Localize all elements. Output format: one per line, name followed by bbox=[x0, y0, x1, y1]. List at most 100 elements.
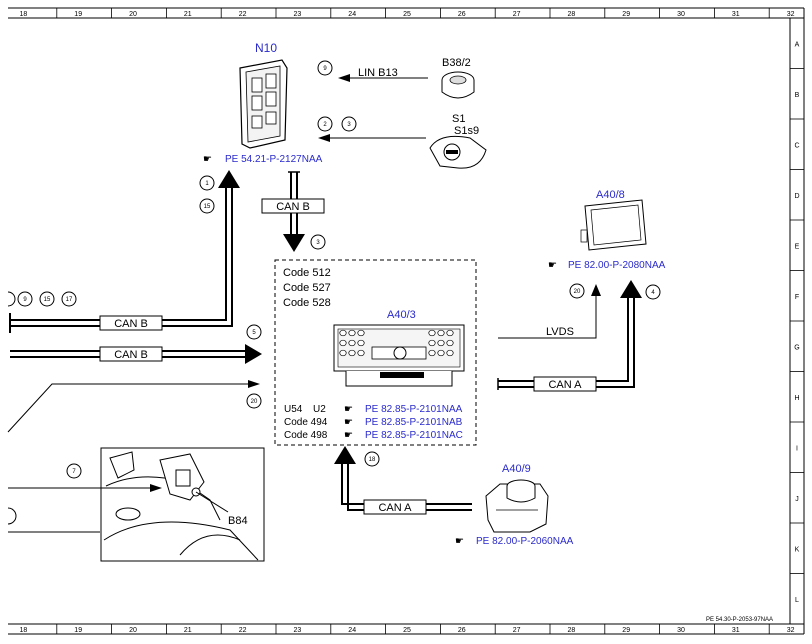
a40-3-boundary bbox=[274, 259, 477, 446]
ruler-column-label: 25 bbox=[403, 627, 411, 634]
ruler-row-label: F bbox=[795, 294, 799, 301]
marker-15: 15 bbox=[199, 198, 215, 214]
variant-code-498: Code 498 bbox=[284, 430, 328, 441]
head-unit-button bbox=[348, 339, 356, 347]
svg-text:9: 9 bbox=[23, 297, 27, 303]
head-unit-button bbox=[437, 329, 445, 337]
ruler-row-label: C bbox=[794, 142, 799, 149]
a40-9-label: A40/9 bbox=[502, 463, 531, 475]
reference-hand-icon: ☛ bbox=[203, 154, 212, 165]
ruler-column-label: 25 bbox=[403, 11, 411, 18]
a40-3-code-528: Code 528 bbox=[283, 297, 331, 309]
svg-text:PE 82.85-P-2101NAB: PE 82.85-P-2101NAB bbox=[365, 417, 463, 428]
ruler-column-label: 18 bbox=[20, 11, 28, 18]
ruler-row-label: E bbox=[795, 243, 800, 250]
svg-text:9: 9 bbox=[323, 66, 327, 72]
ruler-column-label: 30 bbox=[677, 627, 685, 634]
reference-hand-icon: ☛ bbox=[344, 404, 353, 415]
svg-text:3: 3 bbox=[347, 122, 351, 128]
ruler-row-label: D bbox=[794, 193, 799, 200]
svg-text:18: 18 bbox=[369, 457, 376, 463]
svg-text:7: 7 bbox=[72, 469, 76, 475]
ruler-row-label: I bbox=[796, 445, 798, 452]
ruler-column-label: 21 bbox=[184, 627, 192, 634]
marker-20-left: 20 bbox=[246, 393, 262, 409]
reference-hand-icon: ☛ bbox=[344, 430, 353, 441]
svg-text:3: 3 bbox=[316, 240, 320, 246]
head-unit-button bbox=[348, 349, 356, 357]
n10-ref: ☛ PE 54.21-P-2127NAA bbox=[203, 154, 323, 165]
ruler-column-label: 30 bbox=[677, 11, 685, 18]
marker-15-left: 15 bbox=[39, 291, 55, 307]
ruler-column-label: 21 bbox=[184, 11, 192, 18]
ruler-column-label: 28 bbox=[568, 627, 576, 634]
ruler-column-label: 23 bbox=[294, 627, 302, 634]
a40-3-label: A40/3 bbox=[387, 309, 416, 321]
reference-hand-icon: ☛ bbox=[455, 536, 464, 547]
a40-9-controller bbox=[485, 479, 549, 533]
a40-8-ref: PE 82.00-P-2080NAA bbox=[568, 260, 666, 271]
ruler-row-label: G bbox=[794, 344, 799, 351]
ruler-column-label: 20 bbox=[129, 11, 137, 18]
ruler-row-label: J bbox=[795, 496, 799, 503]
n10-label: N10 bbox=[255, 41, 277, 55]
ruler-column-label: 27 bbox=[513, 11, 521, 18]
variant-u54: U54 bbox=[284, 404, 303, 415]
footer-ref: PE 54.30-P-2053-97NAA bbox=[706, 617, 773, 623]
head-unit-button bbox=[339, 329, 347, 337]
marker-17-left: 17 bbox=[61, 291, 77, 307]
bottom-ruler bbox=[8, 623, 804, 635]
reference-hand-icon: ☛ bbox=[548, 260, 557, 271]
b84-camera-illustration bbox=[103, 451, 259, 561]
head-unit-button bbox=[357, 329, 365, 337]
svg-text:4: 4 bbox=[651, 290, 655, 296]
ruler-column-label: 19 bbox=[74, 627, 82, 634]
svg-text:15: 15 bbox=[204, 204, 211, 210]
variant-u2: U2 bbox=[313, 404, 326, 415]
ruler-column-label: 32 bbox=[787, 627, 795, 634]
ruler-row-label: H bbox=[794, 395, 799, 402]
head-unit-button bbox=[428, 339, 436, 347]
svg-text:20: 20 bbox=[574, 289, 581, 295]
svg-text:PE 82.85-P-2101NAA: PE 82.85-P-2101NAA bbox=[365, 404, 463, 415]
svg-text:1: 1 bbox=[205, 181, 209, 187]
ruler-column-label: 28 bbox=[568, 11, 576, 18]
a40-3-code-512: Code 512 bbox=[283, 267, 331, 279]
a40-9-ref: PE 82.00-P-2060NAA bbox=[476, 536, 574, 547]
head-unit-button bbox=[348, 329, 356, 337]
ruler-column-label: 29 bbox=[622, 11, 630, 18]
head-unit-button bbox=[437, 339, 445, 347]
head-unit-button bbox=[446, 329, 454, 337]
marker-20-right: 20 bbox=[569, 283, 585, 299]
ruler-column-label: 32 bbox=[787, 11, 795, 18]
ruler-column-label: 26 bbox=[458, 11, 466, 18]
can-b-left-top: CAN B bbox=[114, 318, 148, 330]
marker-3: 3 bbox=[341, 116, 357, 132]
svg-text:2: 2 bbox=[323, 122, 327, 128]
can-a-right: CAN A bbox=[548, 379, 582, 391]
marker-18: 18 bbox=[364, 451, 380, 467]
b38-2-label: B38/2 bbox=[442, 57, 471, 69]
ruler-row-label: L bbox=[795, 597, 799, 604]
variant-code-494: Code 494 bbox=[284, 417, 328, 428]
can-b-vertical: CAN B bbox=[276, 201, 310, 213]
ruler-column-label: 20 bbox=[129, 627, 137, 634]
head-unit-button bbox=[428, 329, 436, 337]
head-unit-button bbox=[357, 349, 365, 357]
ruler-row-label: K bbox=[795, 546, 800, 553]
ruler-column-label: 19 bbox=[74, 11, 82, 18]
s1-switch bbox=[429, 135, 487, 169]
head-unit-button bbox=[446, 349, 454, 357]
head-unit-button bbox=[437, 349, 445, 357]
a40-8-label: A40/8 bbox=[596, 189, 625, 201]
s1-label: S1 bbox=[452, 113, 465, 125]
b38-2-sensor bbox=[441, 71, 475, 99]
marker-3b: 3 bbox=[310, 234, 326, 250]
n10-module bbox=[239, 59, 288, 149]
head-unit-button bbox=[339, 349, 347, 357]
svg-text:20: 20 bbox=[251, 399, 258, 405]
ruler-column-label: 24 bbox=[348, 11, 356, 18]
top-ruler bbox=[8, 7, 804, 19]
marker-5: 5 bbox=[246, 324, 262, 340]
